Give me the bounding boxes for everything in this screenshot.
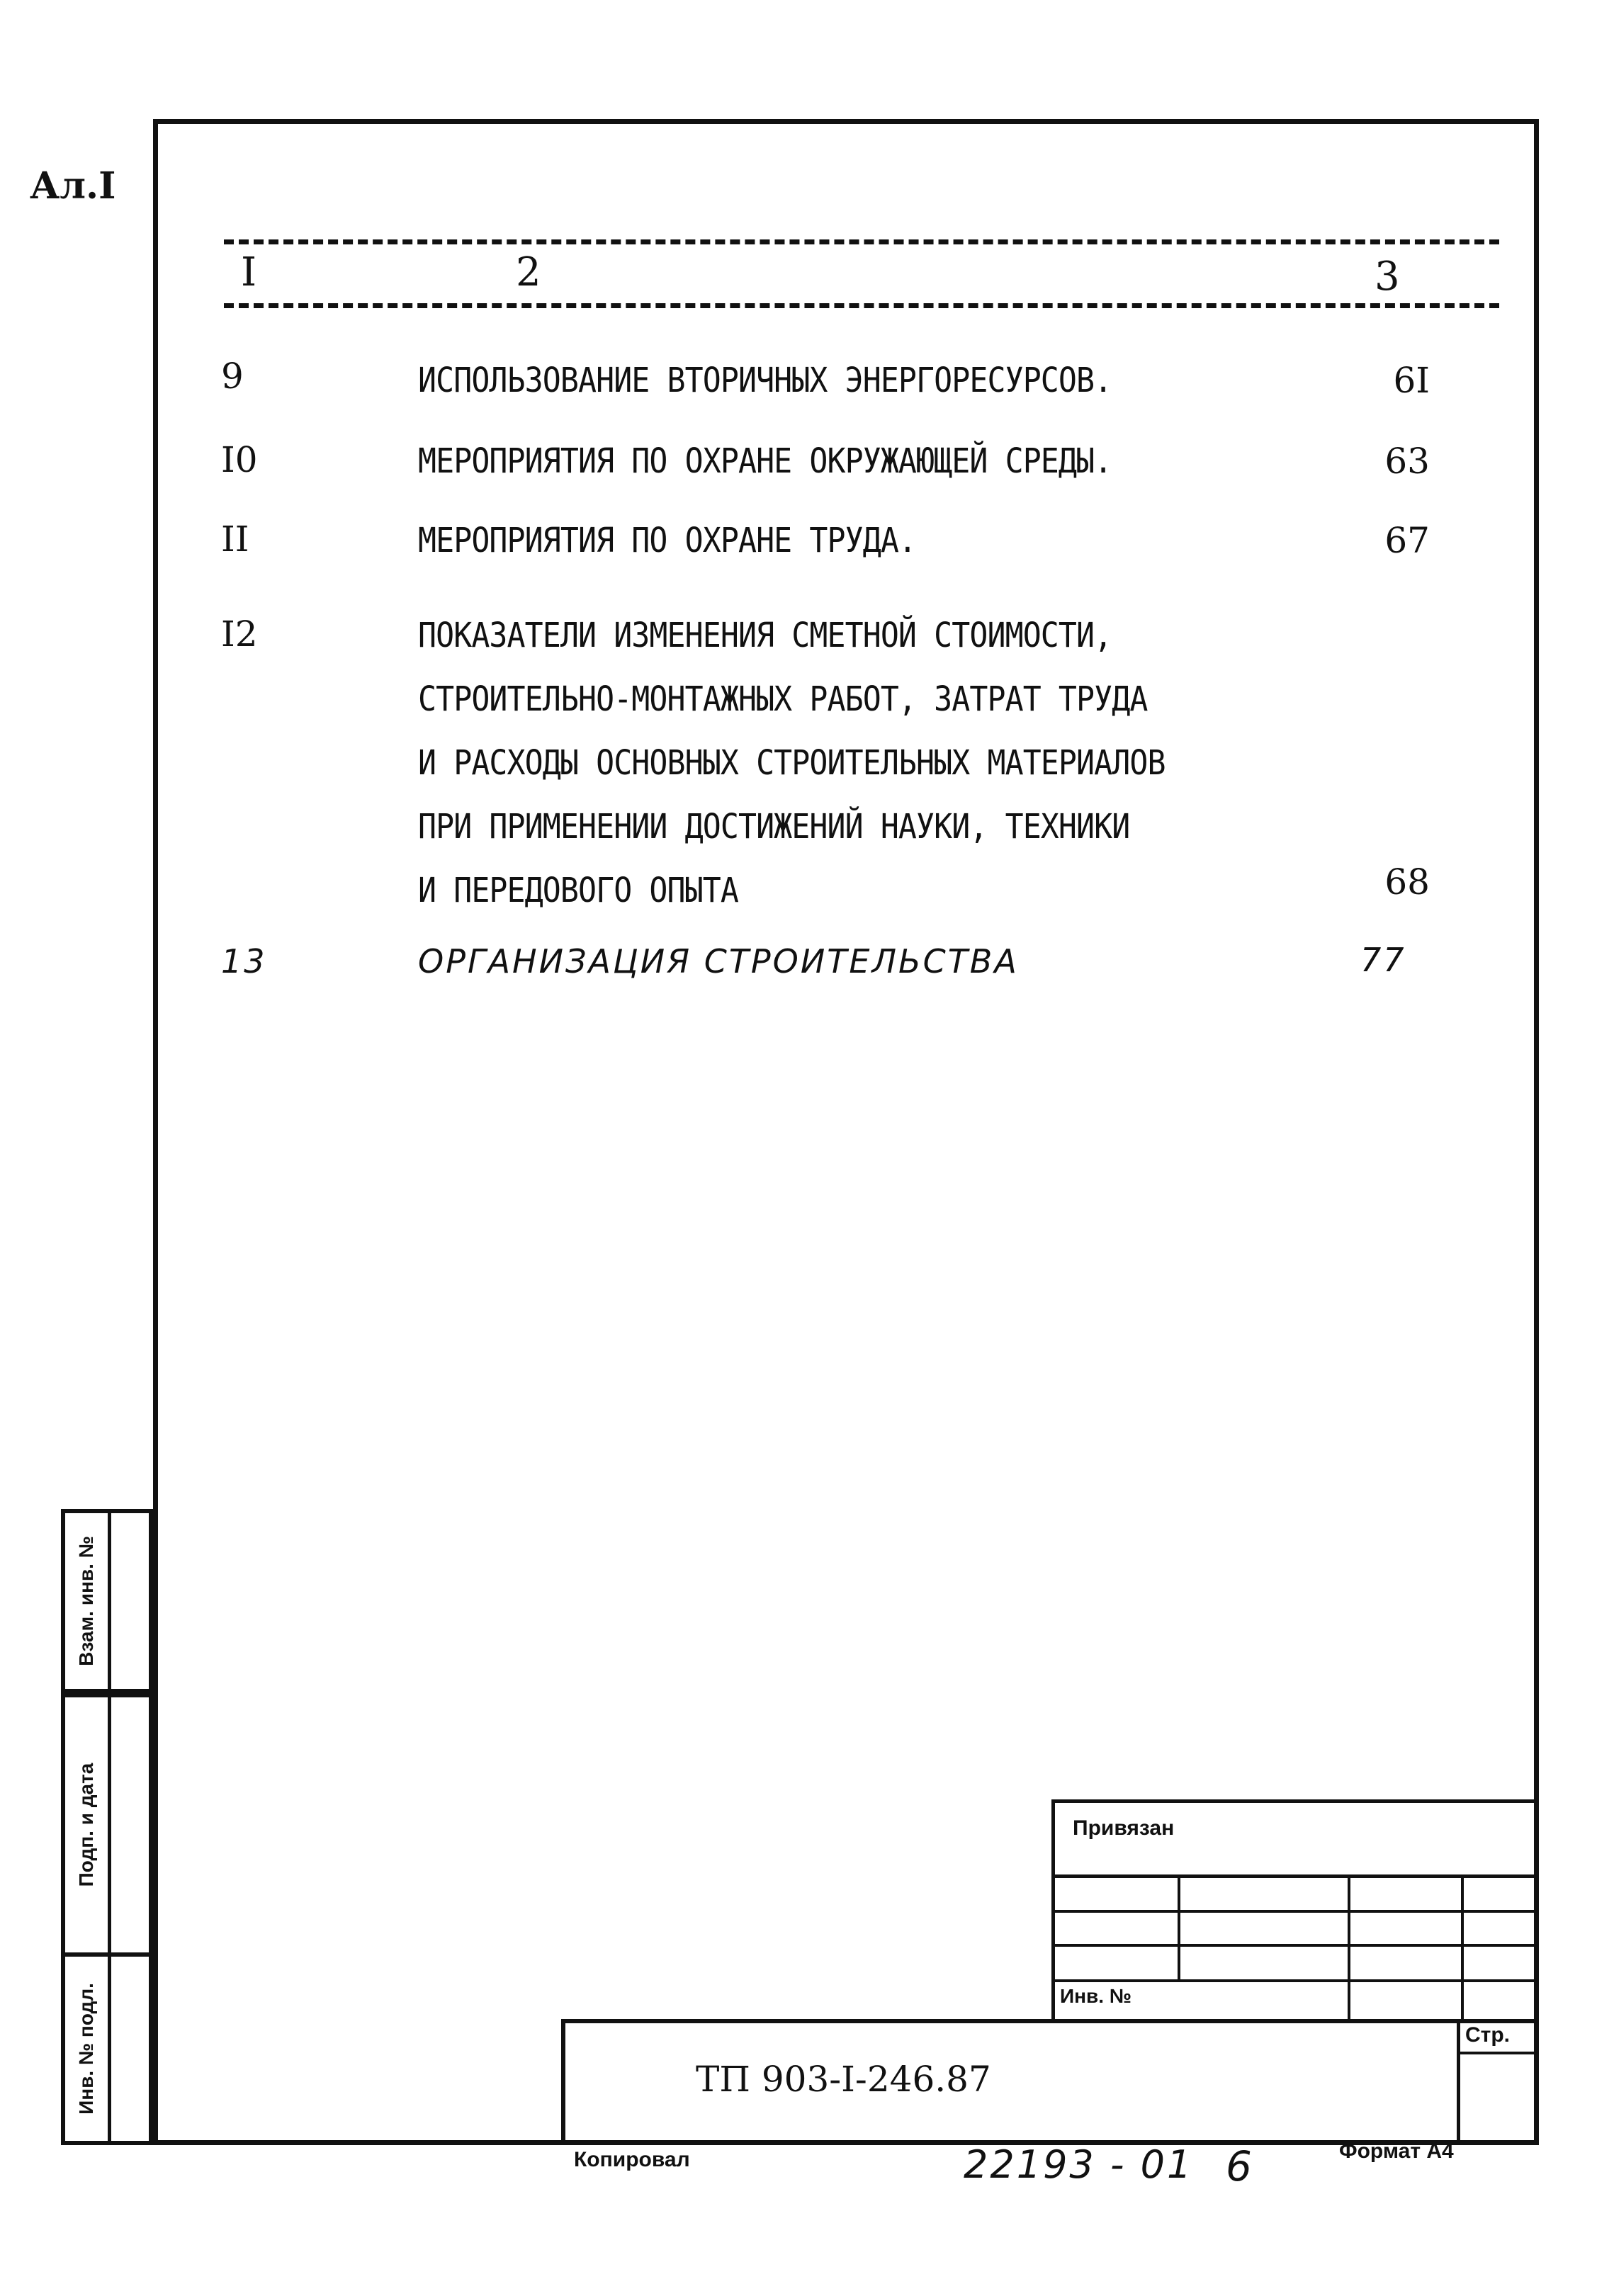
row-number: 13 (221, 942, 267, 980)
row-title: ОРГАНИЗАЦИЯ СТРОИТЕЛЬСТВА (418, 942, 1019, 980)
row-title: МЕРОПРИЯТИЯ ПО ОХРАНЕ ОКРУЖАЮЩЕЙ СРЕДЫ. (418, 441, 1112, 481)
order-number: 22193 - 01 (964, 2142, 1194, 2187)
inv-no-label: Инв. № (1060, 1985, 1132, 2007)
row-number: 9 (221, 356, 244, 397)
privyazan-label: Привязан (1073, 1816, 1175, 1840)
stamp-label: Инв. № подл. (75, 1983, 97, 2115)
row-page: 63 (1384, 441, 1430, 482)
sheet-label: Ал.I (30, 164, 116, 208)
row-title: МЕРОПРИЯТИЯ ПО ОХРАНЕ ТРУДА. (418, 521, 917, 560)
row-title-line: И РАСХОДЫ ОСНОВНЫХ СТРОИТЕЛЬНЫХ МАТЕРИАЛ… (418, 743, 1166, 783)
row-title-line: ПРИ ПРИМЕНЕНИИ ДОСТИЖЕНИЙ НАУКИ, ТЕХНИКИ (418, 807, 1130, 847)
sheet-number: 6 (1226, 2142, 1254, 2190)
row-page: 67 (1384, 520, 1430, 561)
header-col-2: 2 (516, 249, 541, 295)
row-title-line: ПОКАЗАТЕЛИ ИЗМЕНЕНИЯ СМЕТНОЙ СТОИМОСТИ, (418, 616, 1112, 655)
row-title-line: СТРОИТЕЛЬНО-МОНТАЖНЫХ РАБОТ, ЗАТРАТ ТРУД… (418, 679, 1148, 719)
row-page: 68 (1384, 861, 1430, 903)
kopiroval-label: Копировал (574, 2148, 690, 2171)
stamp-label: Подп. и дата (75, 1763, 97, 1887)
designation-block: ТП 903-I-246.87 Стр. (561, 2019, 1539, 2145)
header-bottom-rule (224, 303, 1499, 308)
binding-table: Привязан Инв. № (1051, 1799, 1539, 2019)
row-title: ИСПОЛЬЗОВАНИЕ ВТОРИЧНЫХ ЭНЕРГОРЕСУРСОВ. (418, 361, 1112, 400)
row-page: 77 (1360, 941, 1406, 979)
page-label: Стр. (1465, 2023, 1511, 2047)
stamp-vzam-inv: Взам. инв. № (61, 1509, 153, 1693)
row-number: I0 (221, 439, 258, 480)
header-col-3: 3 (1375, 254, 1400, 300)
row-title-line: И ПЕРЕДОВОГО ОПЫТА (418, 871, 739, 910)
row-number: I2 (221, 613, 258, 655)
stamp-inv-podl: Инв. № подл. (61, 1952, 153, 2145)
row-number: II (221, 519, 249, 560)
stamp-podp-data: Подп. и дата (61, 1693, 153, 1957)
header-col-1: I (241, 249, 257, 295)
row-page: 6I (1393, 360, 1430, 401)
header-top-rule (224, 239, 1499, 244)
stamp-label: Взам. инв. № (75, 1536, 97, 1666)
drawing-frame (153, 119, 1539, 2145)
designation: ТП 903-I-246.87 (696, 2059, 991, 2100)
format-label: Формат А4 (1339, 2139, 1454, 2163)
